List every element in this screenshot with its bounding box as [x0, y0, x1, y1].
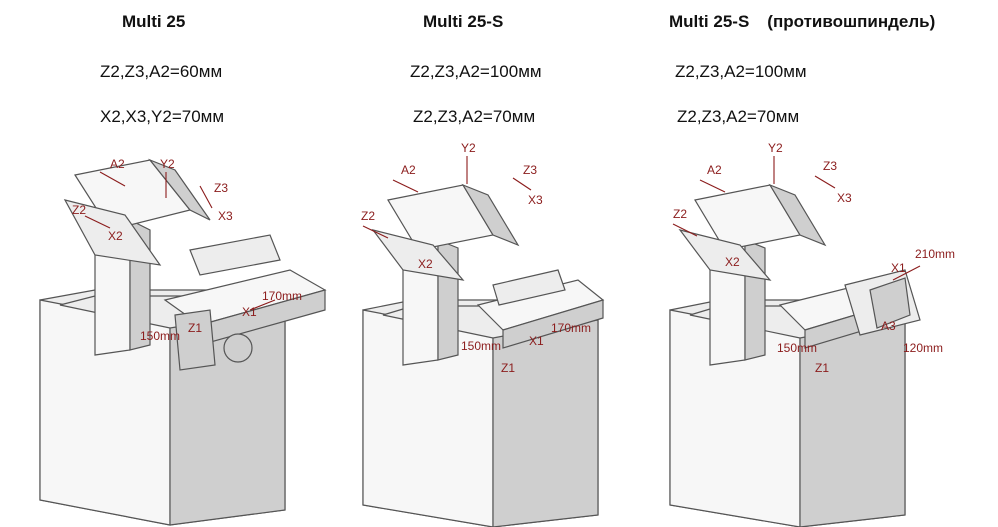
machine-illustration: A2 Y2 Z3 Z2 X3 X2 X1 170mm Z1 150mm [361, 141, 605, 527]
axis-label-z2: Z2 [673, 207, 687, 221]
axis-label-y2: Y2 [768, 141, 783, 155]
model-name: Multi 25 [122, 12, 186, 31]
axis-label-a2: A2 [110, 157, 125, 171]
axis-label-x3: X3 [528, 193, 543, 207]
axis-label-a2: A2 [707, 163, 722, 177]
axis-label-y2: Y2 [160, 157, 175, 171]
model-title: Multi 25-S [423, 12, 503, 32]
stroke-label-z1: 150mm [140, 329, 180, 343]
panel-multi-25-s-counter-spindle: Multi 25-S (противошпиндель) Z2,Z3,A2=100… [665, 0, 998, 527]
axis-label-x1: X1 [529, 334, 544, 348]
axis-labels: A2 Y2 Z3 Z2 X3 X2 X1 170mm Z1 150mm [361, 141, 591, 375]
panel-multi-25-s: Multi 25-S Z2,Z3,A2=100мм Z2,Z3,A2=70мм … [333, 0, 666, 527]
axis-label-x3: X3 [218, 209, 233, 223]
stroke-label-z1: 150mm [777, 341, 817, 355]
model-title: Multi 25 [122, 12, 185, 32]
axis-label-x1: X1 [242, 305, 257, 319]
axis-label-z2: Z2 [361, 209, 375, 223]
model-name: Multi 25-S [423, 12, 504, 31]
stroke-label-a3: 120mm [903, 341, 943, 355]
model-subtitle: (противошпиндель) [767, 12, 936, 31]
axis-label-x2: X2 [725, 255, 740, 269]
axis-label-z1: Z1 [815, 361, 829, 375]
axis-label-z1: Z1 [501, 361, 515, 375]
axis-labels: A2 Y2 Z3 Z2 X3 X2 X1 170mm Z1 150mm [72, 157, 302, 343]
axis-label-z2: Z2 [72, 203, 86, 217]
axis-label-x2: X2 [418, 257, 433, 271]
spec-line-2: X2,X3,Y2=70мм [100, 107, 225, 126]
model-name: Multi 25-S [669, 12, 750, 31]
axis-label-z3: Z3 [823, 159, 837, 173]
spec-line-1: Z2,Z3,A2=100мм [410, 62, 542, 81]
axis-label-z3: Z3 [214, 181, 228, 195]
panel-multi-25: Multi 25 Z2,Z3,A2=60мм X2,X3,Y2=70мм A2 … [0, 0, 333, 527]
spec-line-1: Z2,Z3,A2=100мм [675, 62, 807, 81]
spec-line-2: Z2,Z3,A2=70мм [677, 107, 800, 126]
stroke-label-z1: 150mm [461, 339, 501, 353]
axis-label-x3: X3 [837, 191, 852, 205]
axis-label-a2: A2 [401, 163, 416, 177]
spec-line-1: Z2,Z3,A2=60мм [100, 62, 223, 81]
machine-illustration: A2 Y2 Z3 Z2 X3 X2 X1 210mm A3 120mm Z1 1… [669, 141, 955, 527]
axis-label-a3: A3 [881, 319, 896, 333]
axis-label-y2: Y2 [461, 141, 476, 155]
stroke-label-x1: 170mm [262, 289, 302, 303]
stroke-label-x1: 210mm [915, 247, 955, 261]
axis-labels: A2 Y2 Z3 Z2 X3 X2 X1 210mm A3 120mm Z1 1… [673, 141, 955, 375]
spec-line-2: Z2,Z3,A2=70мм [413, 107, 536, 126]
axis-label-x2: X2 [108, 229, 123, 243]
model-title: Multi 25-S (противошпиндель) [669, 12, 935, 32]
stroke-label-x1: 170mm [551, 321, 591, 335]
axis-label-z3: Z3 [523, 163, 537, 177]
axis-label-x1: X1 [891, 261, 906, 275]
axis-label-z1: Z1 [188, 321, 202, 335]
machine-illustration: A2 Y2 Z3 Z2 X3 X2 X1 170mm Z1 150mm [39, 157, 327, 526]
